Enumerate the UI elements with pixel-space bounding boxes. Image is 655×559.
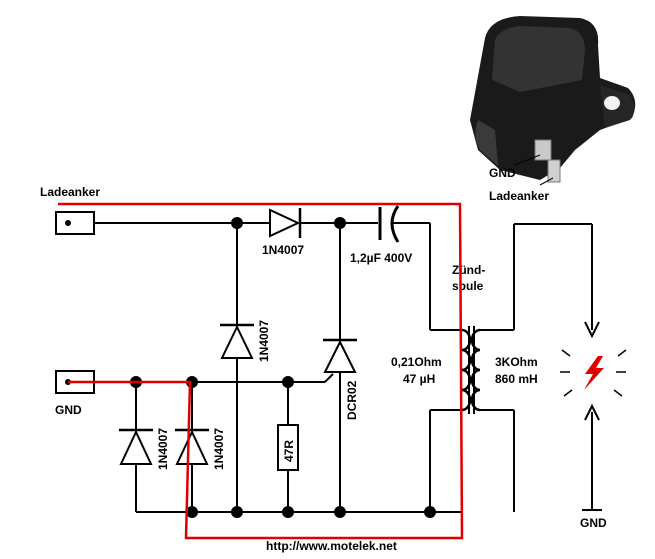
thyristor-label: DCR02 (345, 380, 359, 420)
wires (94, 222, 602, 513)
secondary-resistance: 3KOhm (495, 355, 538, 369)
ignition-coil-photo (470, 16, 636, 186)
diode-top (269, 208, 302, 238)
thyristor (323, 338, 357, 373)
primary-resistance: 0,21Ohm (391, 355, 442, 369)
diode-mid (220, 323, 254, 359)
resistor (277, 424, 299, 471)
primary-inductance: 47 µH (403, 372, 435, 386)
diode-bottom-left (119, 428, 153, 465)
resistor-label: 47R (282, 440, 296, 462)
gnd-right-label: GND (580, 516, 607, 530)
capacitor-label: 1,2µF 400V (350, 251, 412, 265)
secondary-inductance: 860 mH (495, 372, 538, 386)
coil-title-line1: Zünd- (452, 263, 485, 277)
coil-title-line2: spule (452, 279, 484, 293)
diode-bottom-right-label: 1N4007 (212, 428, 226, 470)
diode-mid-label: 1N4007 (257, 320, 271, 362)
ladeanker-label: Ladeanker (40, 185, 100, 199)
gnd-left-label: GND (55, 403, 82, 417)
photo-gnd-label: GND (489, 166, 516, 180)
capacitor (378, 205, 400, 243)
photo-ladeanker-label: Ladeanker (489, 189, 549, 203)
ladeanker-connector (55, 211, 95, 235)
source-url: http://www.motelek.net (266, 539, 397, 553)
diode-bottom-left-label: 1N4007 (156, 428, 170, 470)
diode-top-label: 1N4007 (262, 243, 304, 257)
ignition-transformer (461, 326, 481, 414)
highlight-box (58, 202, 464, 540)
junction-dots (130, 217, 436, 518)
spark-gap-icon (560, 321, 627, 421)
diode-bottom-right (175, 428, 209, 465)
